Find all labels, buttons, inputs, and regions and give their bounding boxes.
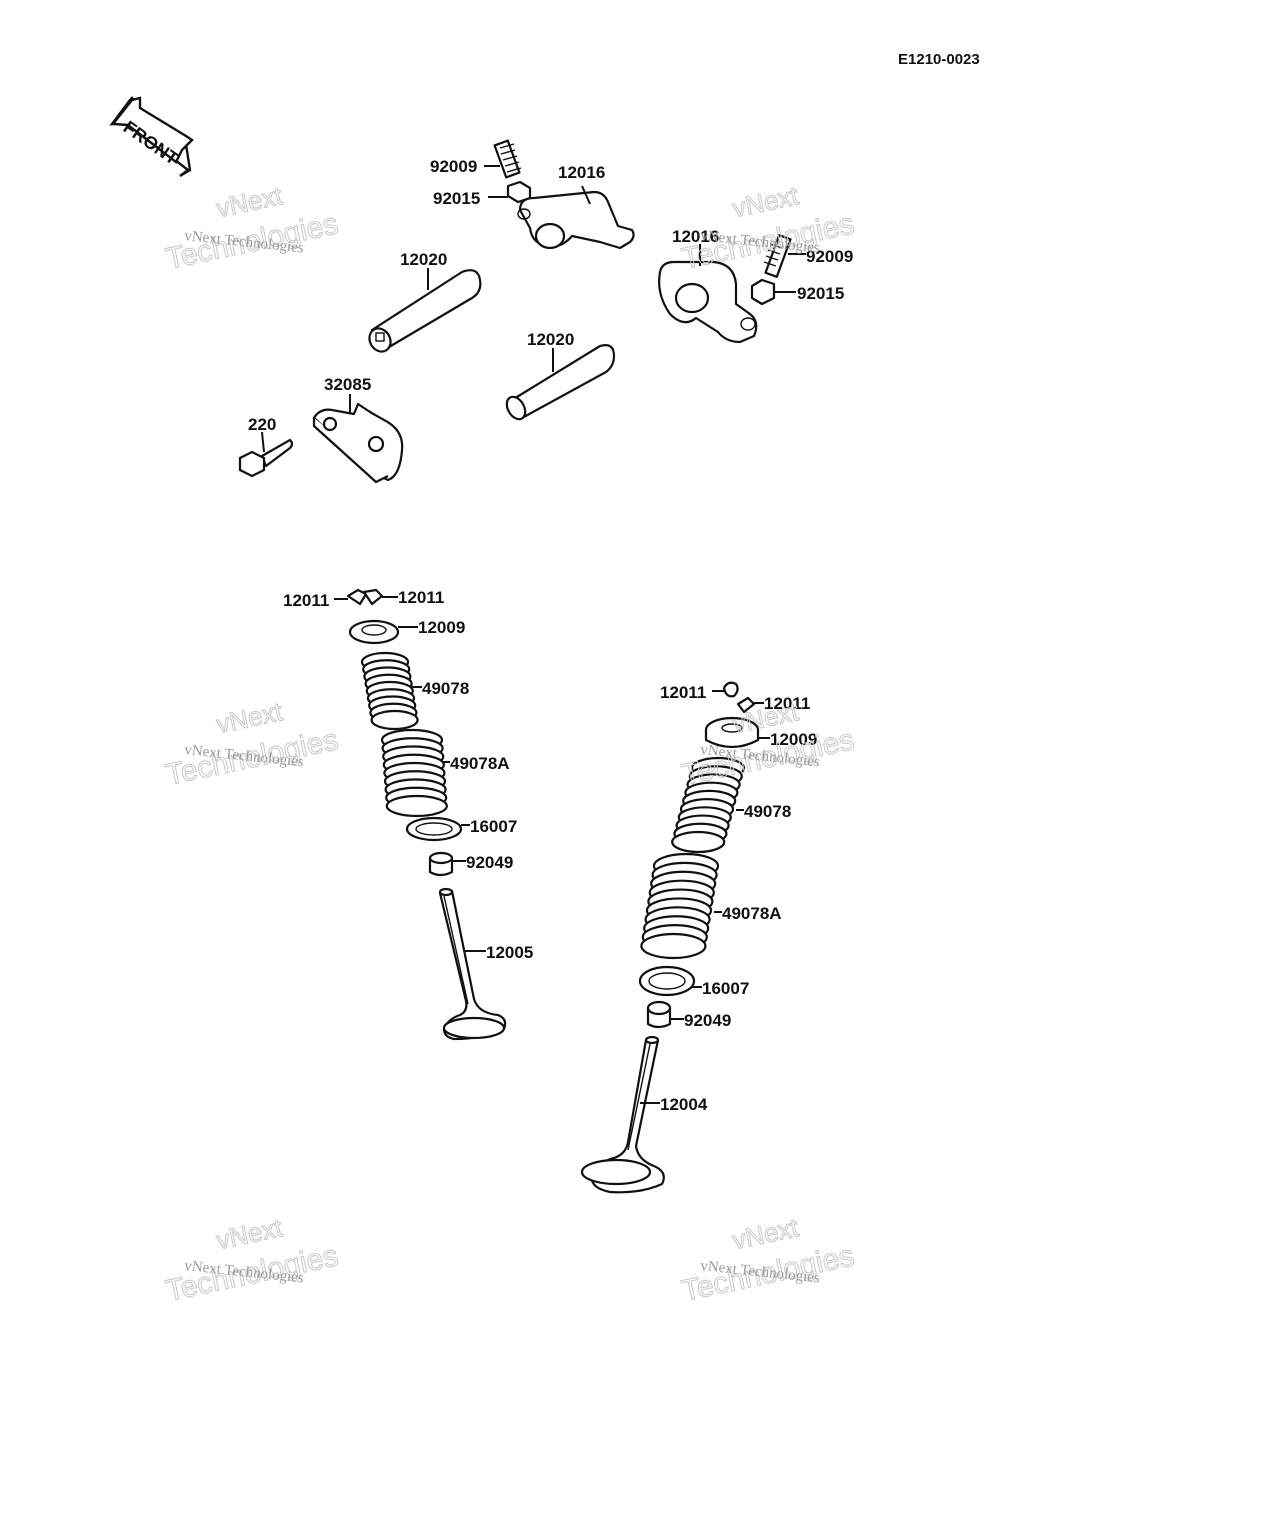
watermark: vNext Technologies vNext Technologies: [162, 696, 341, 793]
stem-seal-icon: [428, 851, 454, 877]
label-49078A-a: 49078A: [450, 754, 510, 773]
spring-retainer-icon: [348, 619, 400, 645]
watermark: vNext Technologies vNext Technologies: [162, 180, 341, 277]
label-16007-b: 16007: [702, 979, 749, 998]
label-12011-d: 12011: [764, 694, 810, 713]
rocker-arm-icon: [517, 190, 635, 250]
diagram-code: E1210-0023: [898, 51, 980, 68]
inner-spring-icon: [360, 651, 419, 731]
rocker-shaft-icon: [505, 344, 616, 421]
outer-spring-icon: [380, 728, 448, 818]
label-12016-a: 12016: [558, 163, 605, 182]
locknut-icon: [750, 278, 776, 306]
spring-retainer-icon: [704, 716, 760, 749]
svg-text:vNext: vNext: [730, 1212, 802, 1255]
outer-spring-icon: [640, 852, 720, 960]
spring-seat-icon: [405, 816, 463, 842]
watermark: vNext Technologies vNext Technologies: [678, 180, 857, 277]
valve-icon: [438, 887, 507, 1041]
label-92009-a: 92009: [430, 157, 477, 176]
label-92009-b: 92009: [806, 247, 853, 266]
valve-icon: [580, 1035, 665, 1194]
label-12011-a: 12011: [283, 591, 329, 610]
label-92015-a: 92015: [433, 189, 480, 208]
inner-spring-icon: [671, 756, 746, 854]
spring-coil: [385, 794, 448, 818]
svg-text:vNext: vNext: [214, 180, 286, 223]
label-12011-c: 12011: [660, 683, 706, 702]
spring-coil: [370, 709, 419, 731]
svg-text:vNext: vNext: [730, 180, 802, 223]
label-12016-b: 12016: [672, 227, 719, 246]
label-12011-b: 12011: [398, 588, 444, 607]
rocker-arm-icon: [658, 260, 758, 344]
front-arrow-icon: FRONT: [109, 96, 194, 178]
spring-seat-icon: [638, 965, 696, 997]
label-12020-b: 12020: [527, 330, 574, 349]
watermark: vNext Technologies vNext Technologies: [678, 1212, 857, 1309]
svg-text:vNext: vNext: [214, 696, 286, 739]
label-49078-a: 49078: [422, 679, 469, 698]
label-92049-b: 92049: [684, 1011, 731, 1030]
stem-seal-icon: [646, 1000, 672, 1029]
label-92049-a: 92049: [466, 853, 513, 872]
rocker-shaft-icon: [368, 269, 482, 353]
adjuster-screw-icon: [493, 139, 522, 179]
spring-coil: [640, 932, 707, 960]
svg-text:vNext: vNext: [214, 1212, 286, 1255]
label-49078-b: 49078: [744, 802, 791, 821]
bolt-icon: [238, 438, 294, 478]
label-12004: 12004: [660, 1095, 708, 1114]
valve-keeper-icon: [346, 588, 384, 606]
label-12020-a: 12020: [400, 250, 447, 269]
label-220: 220: [248, 415, 276, 434]
label-12005: 12005: [486, 943, 533, 962]
label-32085: 32085: [324, 375, 371, 394]
spring-coil: [671, 830, 726, 854]
label-12009-a: 12009: [418, 618, 465, 637]
label-92015-b: 92015: [797, 284, 844, 303]
watermark: vNext Technologies vNext Technologies: [162, 1212, 341, 1309]
label-12009-b: 12009: [770, 730, 817, 749]
adjuster-screw-icon: [763, 234, 792, 278]
label-49078A-b: 49078A: [722, 904, 782, 923]
label-16007-a: 16007: [470, 817, 517, 836]
plate-icon: [312, 402, 404, 484]
